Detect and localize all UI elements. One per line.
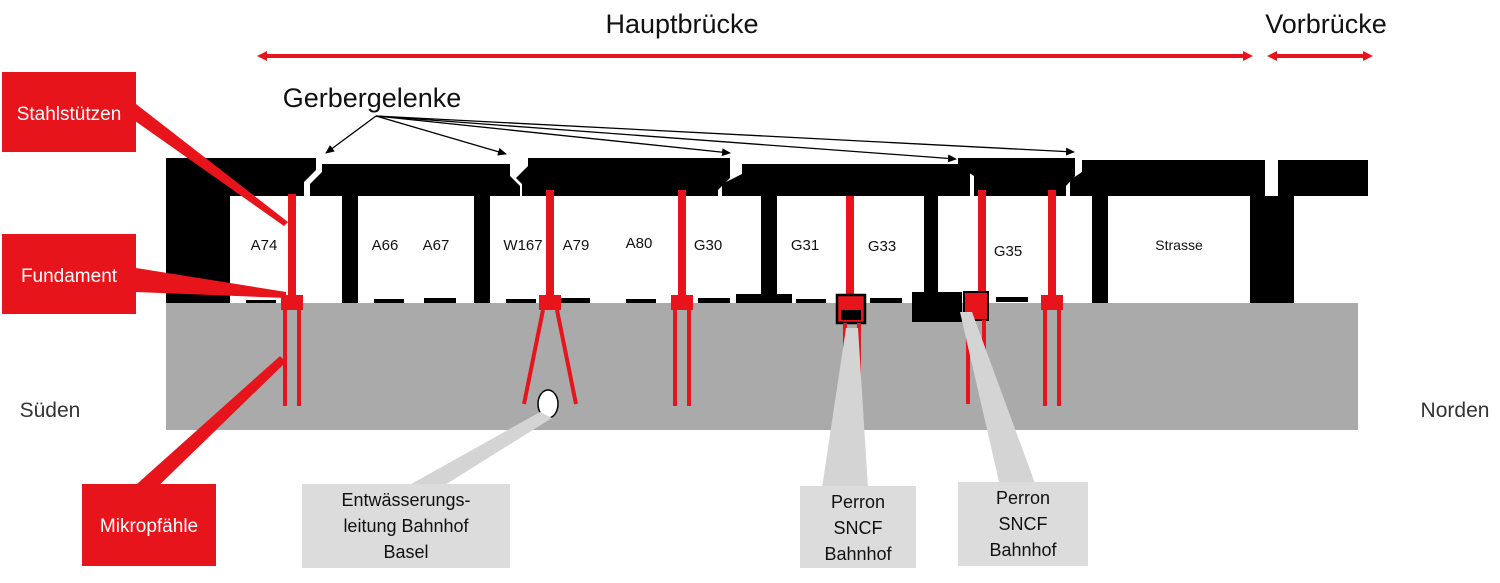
callout-line: Basel — [383, 542, 428, 562]
ground — [166, 303, 1358, 430]
track-label: A67 — [423, 237, 450, 254]
legend-steel-columns-text: Stahlstützen — [17, 104, 122, 125]
bridge-deck — [166, 158, 1368, 303]
foundations — [281, 291, 1063, 325]
callout-line: Perron — [996, 488, 1050, 508]
steel-columns — [288, 190, 1056, 297]
callout-line: Perron — [831, 492, 885, 512]
callout-line: Entwässerungs- — [341, 490, 470, 510]
track-label: A79 — [563, 237, 590, 254]
track-label: G30 — [694, 237, 722, 254]
track-rails — [246, 297, 1028, 303]
legend-foundation-text: Fundament — [21, 266, 118, 287]
gerber-joints-label: Gerbergelenke — [283, 83, 462, 113]
approach-bridge-label: Vorbrücke — [1265, 9, 1387, 39]
track-label: A80 — [626, 235, 653, 252]
callout-line: SNCF — [999, 514, 1048, 534]
callout-line: Bahnhof — [989, 540, 1057, 560]
track-label: A66 — [372, 237, 399, 254]
track-label: G35 — [994, 243, 1022, 260]
legend-box-steel-columns — [2, 72, 136, 152]
track-label: A74 — [251, 237, 278, 254]
callout-line: Bahnhof — [824, 544, 892, 564]
track-labels: A74 A66 A67 W167 A79 A80 G30 G31 G33 G35… — [251, 235, 1203, 260]
legend-box-micropiles — [82, 484, 216, 566]
callout-platform-1-text: Perron SNCF Bahnhof — [824, 492, 892, 564]
callout-line: SNCF — [834, 518, 883, 538]
track-label: W167 — [503, 237, 542, 254]
main-bridge-label: Hauptbrücke — [605, 9, 758, 39]
north-label: Norden — [1421, 399, 1490, 422]
south-label: Süden — [20, 399, 81, 422]
legend-micropiles-text: Mikropfähle — [100, 516, 198, 537]
callout-pointers — [404, 312, 1036, 488]
track-label: G31 — [791, 237, 819, 254]
track-label: Strasse — [1155, 237, 1203, 253]
callout-drainage-text: Entwässerungs- leitung Bahnhof Basel — [341, 490, 470, 562]
legend-box-foundation — [2, 234, 136, 314]
callout-boxes — [302, 482, 1088, 568]
concrete-columns — [342, 196, 1108, 322]
track-label: G33 — [868, 238, 896, 255]
callout-line: leitung Bahnhof — [343, 516, 469, 536]
legend-pointers — [128, 104, 288, 498]
callout-platform-2-text: Perron SNCF Bahnhof — [989, 488, 1057, 560]
gerber-joint-arrows — [325, 115, 1075, 163]
